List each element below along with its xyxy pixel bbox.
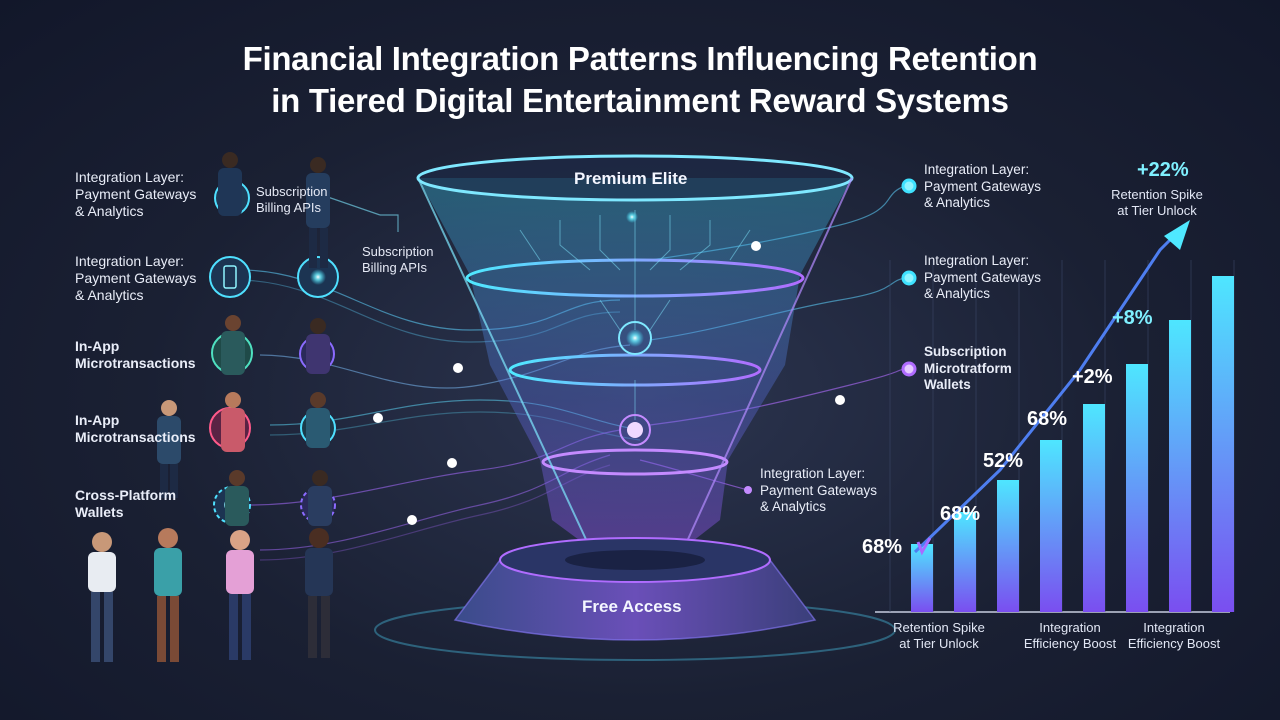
bar-4 bbox=[1040, 440, 1062, 612]
left-label-5: Cross-Platform Wallets bbox=[75, 487, 177, 520]
right-label-2: Integration Layer: Payment Gateways & An… bbox=[924, 253, 1042, 301]
bar-5 bbox=[1083, 404, 1105, 612]
right-label-1: Integration Layer: Payment Gateways & An… bbox=[924, 162, 1042, 210]
chart-caption-3: Integration Efficiency Boost bbox=[1127, 620, 1221, 651]
funnel-ring-4 bbox=[541, 448, 729, 476]
chart-caption-2: Integration Efficiency Boost bbox=[1023, 620, 1117, 651]
right-nodes bbox=[901, 178, 917, 377]
tier-label-premium: Premium Elite bbox=[574, 169, 688, 188]
bar-value-label-6: +8% bbox=[1112, 307, 1153, 329]
phone-icon bbox=[209, 256, 339, 298]
mid-label-1: Subscription Billing APIs bbox=[256, 184, 328, 215]
left-label-1: Integration Layer: Payment Gateways & An… bbox=[75, 169, 197, 219]
people-illustration bbox=[88, 152, 333, 662]
bar-value-label-1: 68% bbox=[862, 536, 903, 558]
chart-bars bbox=[911, 276, 1234, 612]
right-label-4: Integration Layer: Payment Gateways & An… bbox=[760, 466, 878, 514]
mid-label-2: Subscription Billing APIs bbox=[362, 244, 434, 275]
trend-arrow-head bbox=[1164, 220, 1190, 250]
title-line-2: in Tiered Digital Entertainment Reward S… bbox=[271, 82, 1009, 119]
funnel bbox=[416, 154, 854, 549]
left-label-2: Integration Layer: Payment Gateways & An… bbox=[75, 253, 197, 303]
bar-8 bbox=[1212, 276, 1234, 612]
right-label-3: Subscription Microtratform Wallets bbox=[924, 344, 1012, 392]
chart-caption-1: Retention Spike at Tier Unlock bbox=[893, 620, 985, 651]
title-line-1: Financial Integration Patterns Influenci… bbox=[242, 40, 1038, 77]
bar-6 bbox=[1126, 364, 1148, 612]
bar-value-label-4: 68% bbox=[1027, 408, 1068, 430]
bar-3 bbox=[997, 480, 1019, 612]
stream-nodes bbox=[373, 241, 845, 525]
trend-arrow-line bbox=[913, 226, 1184, 554]
funnel-base bbox=[453, 537, 817, 641]
check-mark bbox=[916, 537, 932, 556]
bar-value-label-3: 52% bbox=[983, 450, 1024, 472]
bar-1 bbox=[911, 544, 933, 612]
bar-value-label-5: +2% bbox=[1072, 366, 1113, 388]
bar-value-label-7: +22% bbox=[1137, 159, 1189, 181]
page-title: Financial Integration Patterns Influenci… bbox=[0, 38, 1280, 122]
left-label-3: In-App Microtransactions bbox=[75, 338, 196, 371]
tier-label-free: Free Access bbox=[582, 597, 682, 616]
chart-top-caption: Retention Spike at Tier Unlock bbox=[1111, 187, 1203, 218]
bar-7 bbox=[1169, 320, 1191, 612]
left-label-4: In-App Microtransactions bbox=[75, 412, 196, 445]
bar-2 bbox=[954, 512, 976, 612]
bar-value-label-2: 68% bbox=[940, 503, 981, 525]
